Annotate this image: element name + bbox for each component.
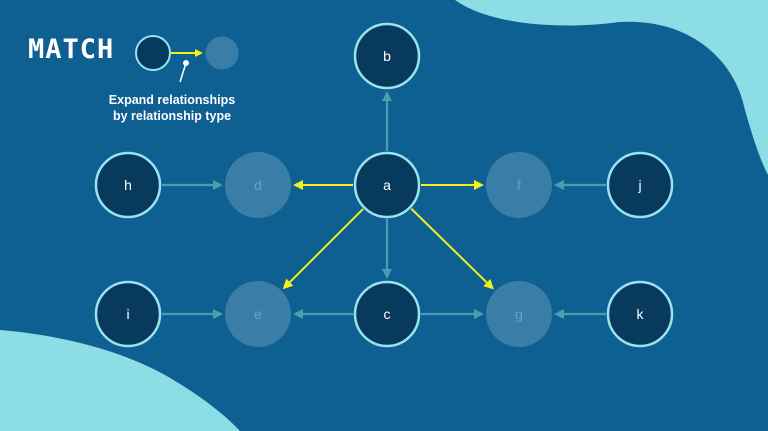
node-g[interactable]: g xyxy=(486,281,552,347)
edge-arrowhead xyxy=(293,180,303,190)
edge-arrowhead xyxy=(554,180,564,190)
edge-i-e xyxy=(162,309,223,319)
nodes: b h d a f j i e c g k xyxy=(94,22,674,348)
edge-h-d xyxy=(162,180,223,190)
node-circle xyxy=(225,281,291,347)
top-right-blob xyxy=(455,0,768,175)
legend-pointer-line xyxy=(179,62,187,83)
node-circle xyxy=(353,22,421,90)
node-label: j xyxy=(637,177,641,193)
legend-graphic xyxy=(135,35,240,83)
edge-arrowhead xyxy=(293,309,303,319)
edge-a-c xyxy=(382,219,392,279)
legend-pointer-dot xyxy=(183,60,189,66)
legend-source-node xyxy=(135,35,171,71)
node-circle xyxy=(94,280,162,348)
edge-a-d xyxy=(293,180,353,190)
node-circle xyxy=(94,151,162,219)
node-k[interactable]: k xyxy=(606,280,674,348)
node-b[interactable]: b xyxy=(353,22,421,90)
node-label: d xyxy=(254,177,262,193)
node-a[interactable]: a xyxy=(353,151,421,219)
node-label: g xyxy=(515,306,523,322)
bottom-left-blob xyxy=(0,330,240,431)
node-i[interactable]: i xyxy=(94,280,162,348)
node-label: a xyxy=(383,177,391,193)
node-label: e xyxy=(254,306,262,322)
node-e[interactable]: e xyxy=(225,281,291,347)
edge-arrowhead xyxy=(474,309,484,319)
node-label: f xyxy=(517,177,521,193)
page-title: MATCH xyxy=(28,34,115,65)
node-circle xyxy=(353,280,421,348)
edge-arrowhead xyxy=(282,278,294,290)
edge-c-g xyxy=(421,309,484,319)
node-circle xyxy=(606,151,674,219)
edge-arrowhead xyxy=(483,278,494,290)
node-f[interactable]: f xyxy=(486,152,552,218)
caption-line-2: by relationship type xyxy=(112,109,232,123)
edge-k-g xyxy=(554,309,606,319)
node-label: i xyxy=(126,306,129,322)
node-h[interactable]: h xyxy=(94,151,162,219)
edge-j-f xyxy=(554,180,606,190)
edges xyxy=(162,91,606,319)
edge-arrowhead xyxy=(554,309,564,319)
edge-arrowhead xyxy=(213,180,223,190)
edge-a-b xyxy=(382,91,392,151)
node-circle xyxy=(486,281,552,347)
edge-line xyxy=(289,208,364,283)
node-label: h xyxy=(124,177,132,193)
edge-line xyxy=(410,208,488,284)
node-c[interactable]: c xyxy=(353,280,421,348)
edge-a-g xyxy=(410,208,494,290)
node-label: b xyxy=(383,48,391,64)
edge-a-f xyxy=(421,180,484,190)
legend-target-node xyxy=(204,35,240,71)
caption-line-1: Expand relationships xyxy=(108,93,236,107)
node-circle xyxy=(225,152,291,218)
node-label: k xyxy=(637,306,645,322)
legend-arrow-head xyxy=(195,49,203,57)
edge-arrowhead xyxy=(382,91,392,101)
legend-caption: Expand relationships by relationship typ… xyxy=(92,92,252,124)
node-circle xyxy=(486,152,552,218)
node-d[interactable]: d xyxy=(225,152,291,218)
node-circle xyxy=(606,280,674,348)
edge-c-e xyxy=(293,309,353,319)
edge-arrowhead xyxy=(213,309,223,319)
node-j[interactable]: j xyxy=(606,151,674,219)
node-label: c xyxy=(384,306,391,322)
node-circle xyxy=(353,151,421,219)
edge-a-e xyxy=(282,208,364,290)
edge-arrowhead xyxy=(382,269,392,279)
edge-arrowhead xyxy=(474,180,484,190)
